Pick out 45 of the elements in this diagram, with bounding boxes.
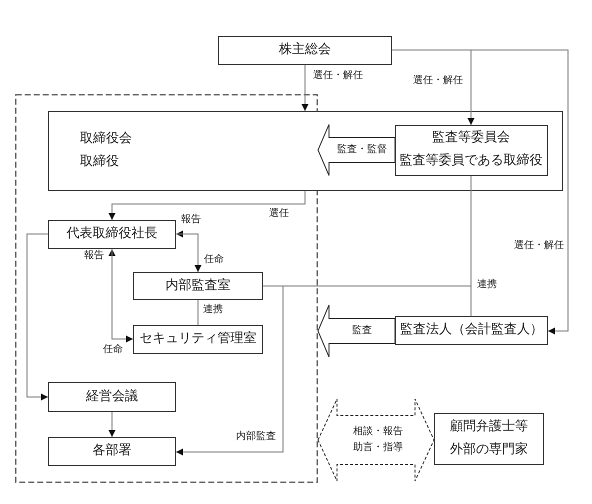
- double-block-arrow: [317, 398, 435, 482]
- edge-label: 報告: [83, 250, 105, 262]
- org-unit-box: [48, 382, 176, 412]
- edge-label: 監査・監督: [336, 144, 388, 156]
- org-unit-box: [48, 220, 176, 249]
- org-unit-box: [395, 316, 548, 345]
- node-label: セキュリティ管理室: [140, 330, 256, 348]
- edge-label: 選任・解任: [412, 75, 464, 87]
- edge-label: 内部監査: [235, 431, 277, 443]
- arrow: [302, 64, 308, 112]
- node-label: 顧問弁護士等: [450, 418, 528, 436]
- edge-label: 連携: [202, 304, 224, 316]
- edge-label: 監査: [351, 325, 373, 337]
- edge-label: 選任・解任: [513, 240, 565, 252]
- org-unit-box: [434, 413, 544, 465]
- arrow: [108, 412, 116, 438]
- org-unit-box: [394, 124, 548, 176]
- node-label: 取締役: [80, 153, 119, 171]
- edge-label: 報告: [180, 214, 202, 226]
- edge-label: 連携: [476, 279, 498, 291]
- node-label: 各部署: [92, 442, 132, 460]
- node-label: 代表取締役社長: [66, 225, 158, 244]
- org-unit-box: [48, 437, 176, 466]
- arrow: [26, 234, 48, 400]
- org-unit-box: [48, 111, 563, 191]
- node-label: 監査法人（会計監査人）: [400, 321, 543, 340]
- node-label: 監査等委員である取締役: [400, 152, 543, 170]
- node-label: 外部の専門家: [450, 441, 528, 459]
- arrow: [108, 190, 306, 220]
- edge-label: 選任・解任: [312, 70, 364, 82]
- node-label: 取締役会: [80, 130, 132, 148]
- node-label: 監査等委員会: [432, 129, 510, 148]
- org-unit-box: [218, 36, 392, 65]
- block-arrow: [317, 304, 396, 358]
- edge-label: 任命: [102, 344, 124, 356]
- node-label: 経営会議: [86, 388, 138, 406]
- org-unit-box: [133, 325, 263, 354]
- edge-label: 選任: [268, 208, 290, 220]
- arrow: [176, 286, 284, 456]
- edge-label: 任命: [203, 254, 225, 266]
- dashed-group-boundary: [15, 94, 318, 483]
- node-label: 内部監査室: [166, 276, 230, 295]
- org-unit-box: [133, 272, 263, 300]
- node-label: 株主総会: [279, 41, 331, 60]
- edge-label: 相談・報告助言・指導: [352, 424, 404, 455]
